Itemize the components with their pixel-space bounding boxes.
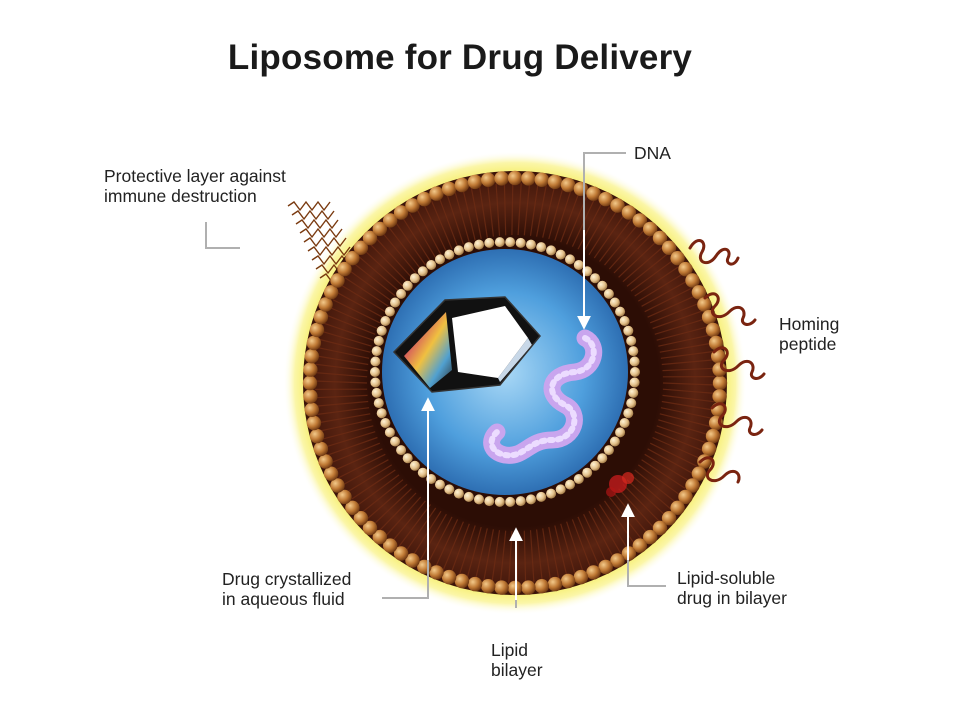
label-protective-layer-line2: immune destruction	[104, 186, 257, 206]
page-title: Liposome for Drug Delivery	[227, 38, 693, 77]
label-dna-line1: DNA	[634, 143, 671, 163]
label-lipid-soluble-drug: Lipid-soluble drug in bilayer	[677, 568, 787, 608]
label-dna: DNA	[634, 143, 671, 163]
label-lipid-bilayer-line2: bilayer	[491, 660, 543, 680]
label-drug-crystallized-line1: Drug crystallized	[222, 569, 352, 589]
label-lipid-bilayer: Lipid bilayer	[491, 640, 543, 680]
label-drug-crystallized: Drug crystallized in aqueous fluid	[222, 569, 351, 609]
label-protective-layer-line1: Protective layer against	[104, 166, 286, 186]
leader-lines	[205, 152, 666, 608]
label-protective-layer: Protective layer against immune destruct…	[104, 166, 286, 206]
drug-crystal	[392, 296, 541, 393]
inner-lipid-heads	[370, 237, 640, 507]
dna-strand-highlight	[488, 335, 597, 459]
outer-lipid-heads	[302, 170, 728, 596]
homing-peptides	[688, 239, 766, 484]
label-drug-crystallized-line2: in aqueous fluid	[222, 589, 345, 609]
label-lipid-bilayer-line1: Lipid	[491, 640, 528, 660]
label-lipid-soluble-drug-line1: Lipid-soluble	[677, 568, 776, 588]
label-lipid-soluble-drug-line2: drug in bilayer	[677, 588, 787, 608]
lipid-soluble-drug	[606, 472, 634, 497]
label-homing-peptide: Homing peptide	[779, 314, 839, 354]
label-homing-peptide-line1: Homing	[779, 314, 840, 334]
label-homing-peptide-line2: peptide	[779, 334, 837, 354]
